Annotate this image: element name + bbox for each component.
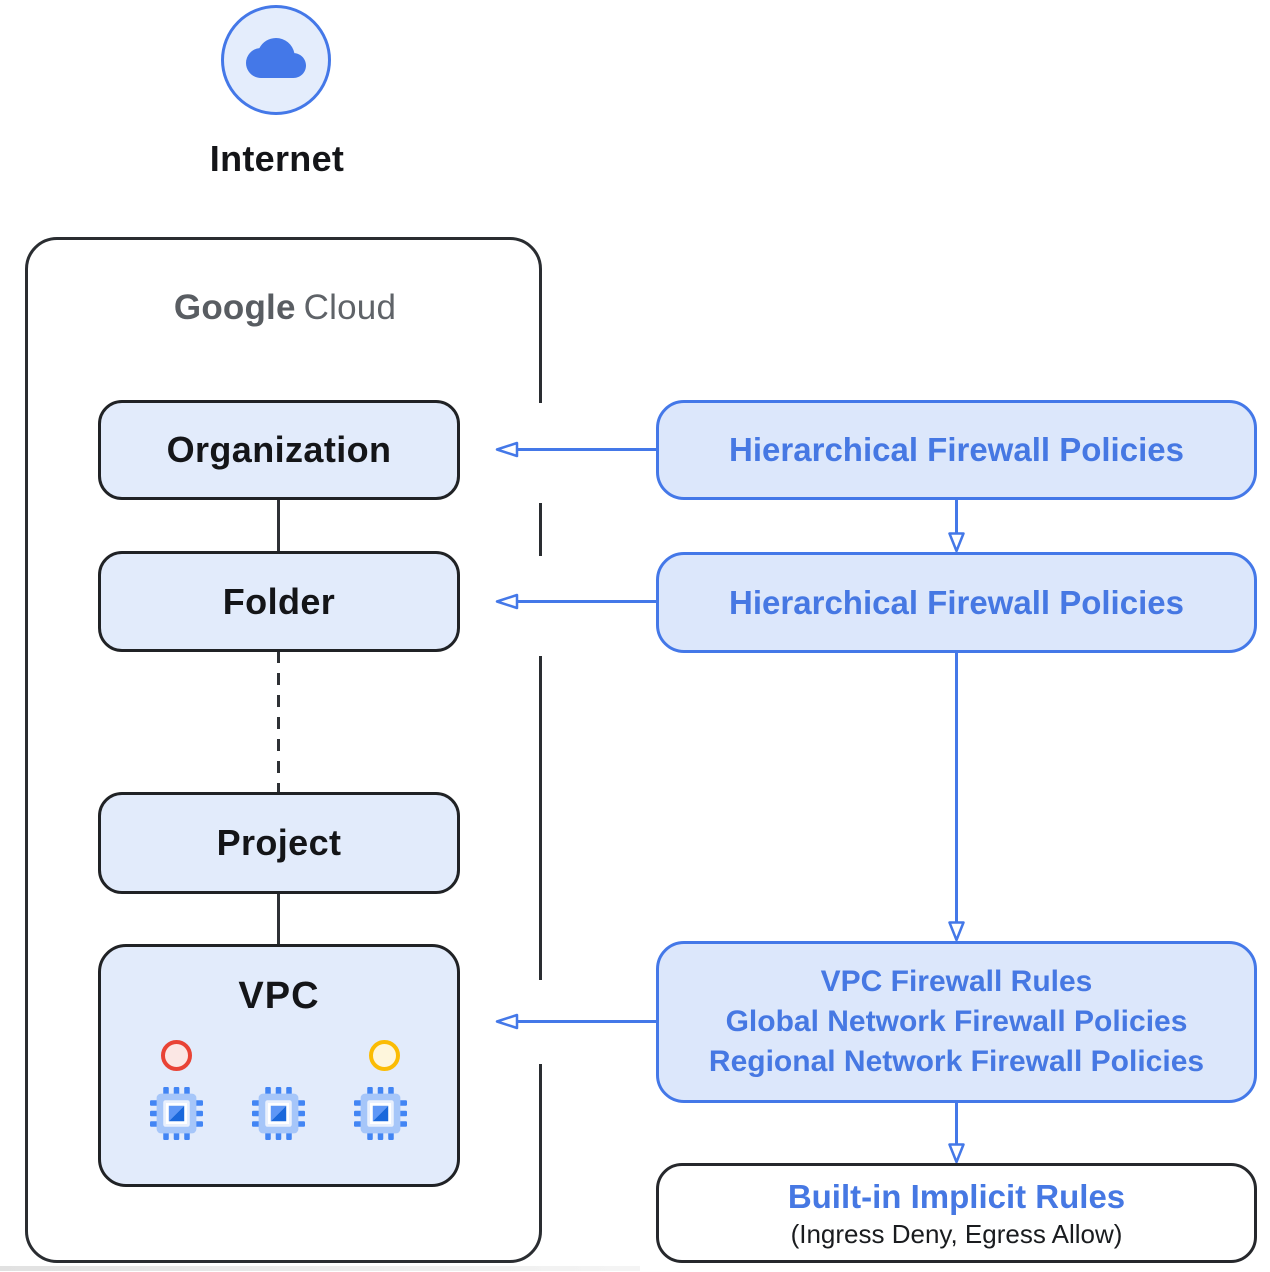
border-gap-folder (530, 556, 554, 656)
arrowhead-down-icon (948, 532, 965, 553)
compute-vm-icon (354, 1087, 407, 1140)
internet-node (221, 5, 331, 115)
arrowhead-left-icon (495, 1013, 519, 1030)
connector-network-implicit (955, 1102, 958, 1145)
regional-network-firewall-line: Regional Network Firewall Policies (708, 1045, 1205, 1078)
cloud-wordmark: Cloud (303, 288, 397, 327)
folder-label: Folder (222, 580, 336, 622)
border-gap-organization (530, 403, 554, 503)
yellow-status-circle-icon (369, 1040, 400, 1071)
arrowhead-left-icon (495, 441, 519, 458)
arrowhead-down-icon (948, 921, 965, 942)
network-firewall-policies-box: VPC Firewall Rules Global Network Firewa… (656, 941, 1257, 1103)
hierarchical-firewall-policies-label: Hierarchical Firewall Policies (729, 431, 1184, 468)
compute-vm-icon (150, 1087, 203, 1140)
arrow-hfp-to-organization (518, 448, 658, 451)
organization-box: Organization (98, 400, 460, 500)
internet-label: Internet (209, 138, 345, 179)
project-label: Project (216, 822, 342, 863)
organization-label: Organization (166, 429, 392, 470)
connector-organization-folder (277, 497, 280, 553)
vpc-box: VPC (98, 944, 460, 1187)
implicit-rules-title: Built-in Implicit Rules (787, 1178, 1126, 1215)
red-status-circle-icon (161, 1040, 192, 1071)
hierarchical-firewall-policies-box-mid: Hierarchical Firewall Policies (656, 552, 1257, 653)
hierarchical-firewall-policies-label: Hierarchical Firewall Policies (729, 583, 1184, 621)
connector-folder-project-dashed (277, 651, 280, 794)
vpc-firewall-rules-line: VPC Firewall Rules (820, 965, 1093, 998)
built-in-implicit-rules-box: Built-in Implicit Rules (Ingress Deny, E… (656, 1163, 1257, 1263)
page-bottom-edge (0, 1266, 640, 1271)
global-network-firewall-line: Global Network Firewall Policies (725, 1005, 1188, 1038)
connector-project-vpc (277, 892, 280, 946)
hierarchical-firewall-policies-box-top: Hierarchical Firewall Policies (656, 400, 1257, 500)
google-wordmark: Google (173, 288, 296, 327)
vpc-label: VPC (238, 975, 320, 1017)
implicit-rules-subtitle: (Ingress Deny, Egress Allow) (790, 1219, 1123, 1249)
project-box: Project (98, 792, 460, 894)
arrow-hfp-to-folder (518, 600, 658, 603)
arrowhead-left-icon (495, 593, 519, 610)
compute-vm-icon (252, 1087, 305, 1140)
arrow-network-to-vpc (518, 1020, 658, 1023)
arrowhead-down-icon (948, 1143, 965, 1164)
connector-hfp2-network (955, 652, 958, 923)
folder-box: Folder (98, 551, 460, 652)
cloud-icon (246, 28, 306, 93)
connector-hfp1-hfp2 (955, 500, 958, 534)
google-cloud-container (25, 237, 542, 1263)
